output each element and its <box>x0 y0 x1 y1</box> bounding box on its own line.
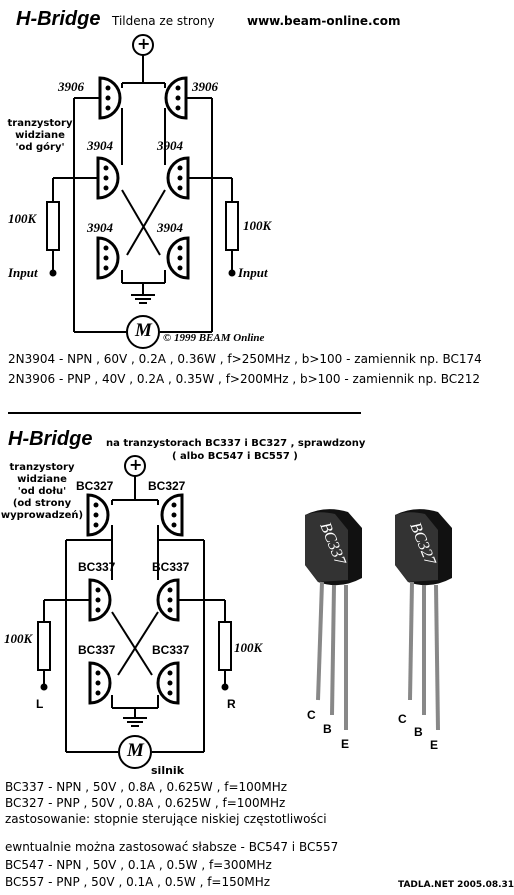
bottom-spec-alternative: ewntualnie można zastosować słabsze - BC… <box>5 840 339 854</box>
top-transistor-npn-lower-right <box>166 236 190 280</box>
package-bc327-pin-c: C <box>398 712 407 726</box>
bottom-spec-bc327: BC327 - PNP , 50V , 0.8A , 0.625W , f=10… <box>5 796 286 810</box>
top-source-url: www.beam-online.com <box>247 14 401 28</box>
top-copyright: © 1999 BEAM Online <box>163 332 265 344</box>
bottom-input-right-label: R <box>227 697 236 711</box>
bottom-resistor-left-label: 100K <box>4 631 33 646</box>
bottom-label-npn-upper-left: BC337 <box>78 560 116 574</box>
top-transistor-npn-lower-left <box>96 236 120 280</box>
top-resistor-right-label: 100K <box>243 218 272 233</box>
bottom-label-pnp-right: BC327 <box>148 479 186 493</box>
top-spec-2n3904: 2N3904 - NPN , 60V , 0.2A , 0.36W , f>25… <box>8 352 482 366</box>
top-title: H-Bridge <box>16 8 101 30</box>
top-transistor-npn-upper-right <box>166 156 190 200</box>
bottom-title: H-Bridge <box>8 428 93 450</box>
bottom-spec-bc557: BC557 - PNP , 50V , 0.1A , 0.5W , f=150M… <box>5 875 271 889</box>
package-bc337-pin-b: B <box>323 722 332 736</box>
bottom-spec-bc547: BC547 - NPN , 50V , 0.1A , 0.5W , f=300M… <box>5 858 272 872</box>
package-bc327-pin-e: E <box>430 738 439 752</box>
top-transistor-pnp-left <box>86 76 122 120</box>
top-input-left-label: Input <box>8 265 38 280</box>
top-transistor-pnp-right <box>164 76 200 120</box>
top-label-npn-upper-left: 3904 <box>87 138 113 153</box>
top-motor-letter: M <box>135 320 152 341</box>
top-plus-label: + <box>137 34 151 53</box>
package-bc337-pin-c: C <box>307 708 316 722</box>
top-view-note: tranzystory widziane 'od góry' <box>7 118 73 153</box>
bottom-label-pnp-left: BC327 <box>76 479 114 493</box>
top-label-pnp-left: 3906 <box>58 79 84 94</box>
package-bc327-pin-b: B <box>414 725 423 739</box>
credit: TADLA.NET 2005.08.31 <box>398 880 514 890</box>
top-label-npn-upper-right: 3904 <box>157 138 183 153</box>
bottom-subtitle-line1: na tranzystorach BC337 i BC327 , sprawdz… <box>106 438 366 449</box>
bottom-input-left-label: L <box>36 697 44 711</box>
bottom-spec-bc337: BC337 - NPN , 50V , 0.8A , 0.625W , f=10… <box>5 780 288 794</box>
top-resistor-left-label: 100K <box>8 211 37 226</box>
package-bc337-pin-e: E <box>341 737 350 751</box>
bottom-spec-usage: zastosowanie: stopnie sterujące niskiej … <box>5 812 327 826</box>
bottom-subtitle-line2: ( albo BC547 i BC557 ) <box>172 451 298 462</box>
top-label-npn-lower-right: 3904 <box>157 220 183 235</box>
top-transistor-npn-upper-left <box>96 156 120 200</box>
top-subtitle: Tildena ze strony <box>112 14 215 28</box>
top-resistor-right <box>225 201 239 251</box>
top-motor-symbol <box>126 315 160 349</box>
top-ground-symbol <box>131 294 155 304</box>
top-resistor-left <box>46 201 60 251</box>
top-input-right-label: Input <box>238 265 268 280</box>
bottom-plus-label: + <box>129 455 143 474</box>
bottom-motor-label: silnik <box>151 764 185 777</box>
bottom-label-npn-lower-left: BC337 <box>78 643 116 657</box>
bottom-resistor-right-label: 100K <box>234 640 263 655</box>
bottom-view-note: tranzystory widziane 'od dołu' (od stron… <box>0 462 84 521</box>
bottom-label-npn-upper-right: BC337 <box>152 560 190 574</box>
bottom-motor-letter: M <box>127 740 144 761</box>
top-label-pnp-right: 3906 <box>192 79 218 94</box>
top-spec-2n3906: 2N3906 - PNP , 40V , 0.2A , 0.35W , f>20… <box>8 372 481 386</box>
top-label-npn-lower-left: 3904 <box>87 220 113 235</box>
bottom-label-npn-lower-right: BC337 <box>152 643 190 657</box>
